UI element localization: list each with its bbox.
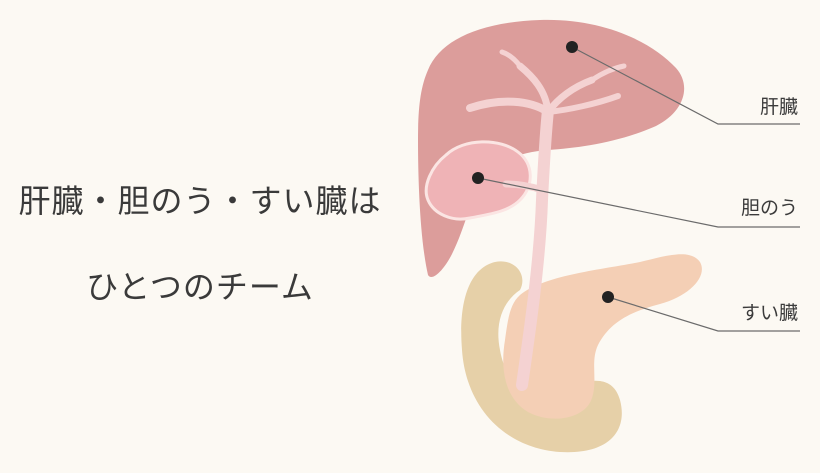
marker-gallbladder [472,172,484,184]
headline-line-2: ひとつのチーム [0,262,400,308]
marker-liver [566,41,578,53]
headline-line-1: 肝臓・胆のう・すい臓は [0,176,400,222]
label-pancreas: すい臓 [741,298,798,325]
label-liver: 肝臓 [760,92,798,119]
marker-pancreas [602,291,614,303]
label-gallbladder: 胆のう [741,193,798,220]
